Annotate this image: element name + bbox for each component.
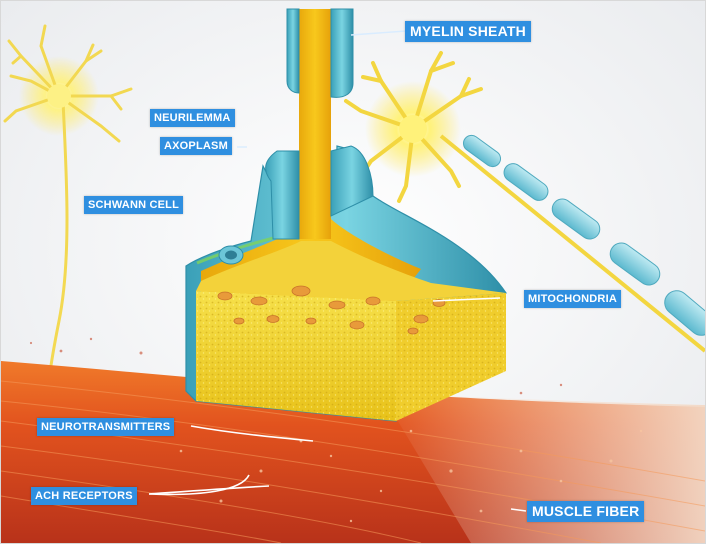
label-muscle-fiber: MUSCLE FIBER [527,501,644,522]
label-neurilemma: NEURILEMMA [150,109,235,127]
label-schwann-cell: SCHWANN CELL [84,196,183,214]
label-mitochondria: MITOCHONDRIA [524,290,621,308]
label-axoplasm: AXOPLASM [160,137,232,155]
label-neurotransmitters: NEUROTRANSMITTERS [37,418,174,436]
label-myelin-sheath: MYELIN SHEATH [405,21,531,42]
label-ach-receptors: ACH RECEPTORS [31,487,137,505]
